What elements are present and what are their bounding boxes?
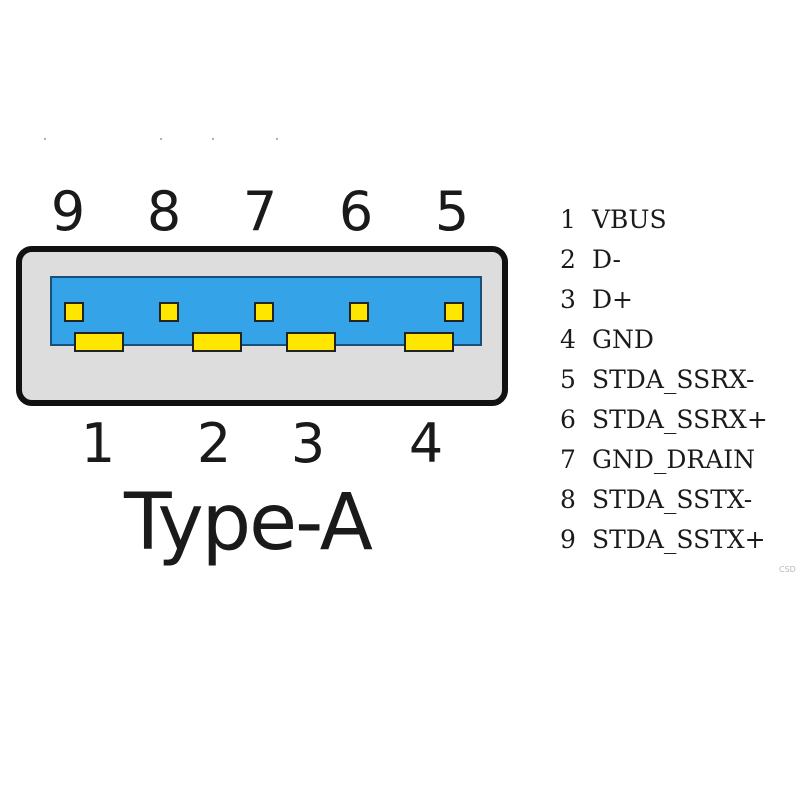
pin-list-signal: GND bbox=[592, 325, 654, 354]
pin-number-8: 8 bbox=[146, 180, 182, 243]
pin-assignment-list: 1 VBUS 2 D- 3 D+ 4 GND 5 STDA_SSRX- 6 STDA_SSR… bbox=[560, 200, 768, 560]
contact-pin-2 bbox=[192, 332, 242, 352]
pin-list-item: 2 D- bbox=[560, 240, 768, 280]
contact-pin-7 bbox=[254, 302, 274, 322]
contact-pin-5 bbox=[444, 302, 464, 322]
pin-list-signal: GND_DRAIN bbox=[592, 445, 756, 474]
pin-list-signal: D- bbox=[592, 245, 621, 274]
usb-type-a-connector bbox=[16, 246, 508, 406]
pin-number-1: 1 bbox=[80, 412, 116, 475]
speck bbox=[44, 138, 46, 140]
pin-list-item: 7 GND_DRAIN bbox=[560, 440, 768, 480]
pin-list-item: 9 STDA_SSTX+ bbox=[560, 520, 768, 560]
pin-number-6: 6 bbox=[338, 180, 374, 243]
pin-list-signal: STDA_SSTX- bbox=[592, 485, 753, 514]
pin-number-7: 7 bbox=[242, 180, 278, 243]
pin-number-2: 2 bbox=[196, 412, 232, 475]
pin-list-signal: STDA_SSRX- bbox=[592, 365, 755, 394]
contact-pin-6 bbox=[349, 302, 369, 322]
pin-list-item: 5 STDA_SSRX- bbox=[560, 360, 768, 400]
pin-list-number: 9 bbox=[560, 525, 576, 554]
pin-list-number: 3 bbox=[560, 285, 576, 314]
contact-pin-1 bbox=[74, 332, 124, 352]
watermark-text: CSD bbox=[779, 565, 796, 574]
pin-list-item: 1 VBUS bbox=[560, 200, 768, 240]
pin-list-number: 6 bbox=[560, 405, 576, 434]
pin-list-item: 6 STDA_SSRX+ bbox=[560, 400, 768, 440]
pin-list-item: 4 GND bbox=[560, 320, 768, 360]
pin-list-number: 1 bbox=[560, 205, 576, 234]
pin-list-number: 4 bbox=[560, 325, 576, 354]
pin-number-9: 9 bbox=[50, 180, 86, 243]
pin-list-number: 8 bbox=[560, 485, 576, 514]
contact-pin-8 bbox=[159, 302, 179, 322]
pin-list-signal: STDA_SSTX+ bbox=[592, 525, 766, 554]
pin-number-5: 5 bbox=[434, 180, 470, 243]
speck bbox=[276, 138, 278, 140]
pin-list-signal: VBUS bbox=[592, 205, 667, 234]
pin-list-number: 5 bbox=[560, 365, 576, 394]
speck bbox=[160, 138, 162, 140]
pin-list-signal: D+ bbox=[592, 285, 633, 314]
speck bbox=[212, 138, 214, 140]
contact-pin-4 bbox=[404, 332, 454, 352]
pin-number-3: 3 bbox=[290, 412, 326, 475]
contact-pin-3 bbox=[286, 332, 336, 352]
pin-list-item: 3 D+ bbox=[560, 280, 768, 320]
pin-list-number: 2 bbox=[560, 245, 576, 274]
contact-pin-9 bbox=[64, 302, 84, 322]
pin-list-signal: STDA_SSRX+ bbox=[592, 405, 768, 434]
pin-list-number: 7 bbox=[560, 445, 576, 474]
pin-number-4: 4 bbox=[408, 412, 444, 475]
pin-list-item: 8 STDA_SSTX- bbox=[560, 480, 768, 520]
connector-type-label: Type-A bbox=[124, 478, 373, 568]
